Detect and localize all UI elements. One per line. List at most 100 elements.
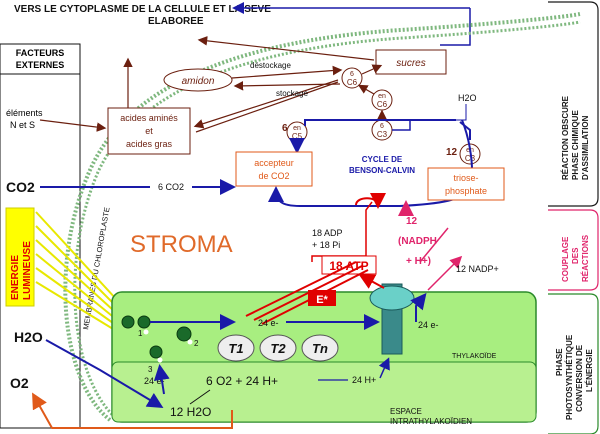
c6-up-arrow (357, 84, 375, 95)
o2-out-arrow (32, 392, 233, 429)
nadp-in-arrow (419, 227, 449, 263)
intrathylakoid-space (111, 361, 537, 423)
amidon-label: amidon (182, 76, 215, 87)
c6-to-sucres-arrow (361, 64, 383, 75)
stroma-label: STROMA (130, 231, 233, 258)
svg-text:en: en (293, 125, 301, 132)
energy-bar (5, 207, 35, 307)
espace-line2: INTRATHYLAKOÏDIEN (390, 417, 472, 426)
external-factors-line2: EXTERNES (16, 60, 65, 70)
twelve-c3-pre: 12 (446, 147, 458, 158)
e-to-nadp-arrow (410, 292, 427, 322)
circle-en-c5: en C5 (286, 121, 308, 143)
svg-text:C5: C5 (292, 132, 303, 141)
header-line1: VERS LE CYTOPLASME DE LA CELLULE ET LA S… (14, 4, 271, 15)
right-section-3-line1: PHASE (555, 348, 564, 376)
espace-line1: ESPACE (390, 407, 422, 416)
right-section-3-line3: CONVERSION DE (575, 344, 584, 412)
h2o-in-arrow (45, 339, 164, 409)
svg-text:6: 6 (350, 71, 354, 78)
nadph-line2: (NADPH (398, 236, 437, 247)
svg-text:C3: C3 (377, 130, 388, 139)
co2-left-label: CO2 (6, 179, 35, 195)
accepteur-line2: de CO2 (258, 171, 289, 181)
ps-num-1: 1 (138, 329, 143, 338)
h2o12-label: 12 H2O (170, 405, 211, 419)
sucres-box (375, 49, 447, 75)
light-rays (35, 211, 129, 333)
accepteur-line1: accepteur (254, 158, 294, 168)
right-section-2-line2: DES (571, 247, 580, 264)
ps-num-3: 3 (148, 365, 153, 374)
right-section-2-line1: COUPLAGE (561, 236, 570, 282)
adp-line1: 18 ADP (312, 228, 343, 238)
c3-branch (392, 120, 411, 131)
calvin-loop-right (459, 121, 471, 140)
stockage-label: stockage (276, 89, 309, 98)
header-arrow-down (440, 8, 471, 46)
thylakoide-label: THYLAKOÏDE (452, 352, 497, 360)
triose-line2: phosphate (445, 186, 487, 196)
destockage-arrow (231, 65, 343, 79)
right-section-3-line4: L'ÉNERGIE (585, 349, 594, 392)
o2-eq-label: 6 O2 + 24 H+ (206, 374, 278, 388)
ps-num-2: 2 (194, 339, 199, 348)
calvin-loop-top (304, 119, 456, 126)
chloroplast-membrane (63, 12, 581, 422)
svg-text:T2: T2 (270, 341, 286, 356)
sucres-label: sucres (396, 58, 425, 69)
energie-line2: LUMINEUSE (22, 241, 33, 300)
svg-text:Tn: Tn (312, 341, 328, 356)
tn-bubble: Tn (301, 334, 339, 362)
six-c5-pre: 6 (282, 123, 288, 134)
svg-text:en: en (378, 93, 386, 100)
accepteur-box (235, 151, 313, 187)
circle-6c6: 6 C6 (341, 67, 363, 89)
t2-bubble: T2 (259, 334, 297, 362)
h24-label: 24 H+ (352, 375, 376, 385)
calvin-loop-bottom (268, 119, 473, 207)
e24-top-label: 24 e- (258, 318, 279, 328)
h2o-top-label: H2O (458, 93, 477, 103)
right-section-1-line2: PHASE CHIMIQUE (571, 110, 580, 180)
svg-text:T1: T1 (228, 341, 243, 356)
h-to-synthase-arrow (378, 357, 390, 379)
right-section-1-line1: RÉACTION OBSCURE (561, 95, 570, 180)
elements-arrow (39, 119, 107, 132)
right-section-1-line3: D'ASSIMILATION (581, 115, 590, 180)
right-section-3-line2: PHOTOSYNTHÉTIQUE (565, 334, 574, 420)
acides-line1: acides aminés (120, 113, 178, 123)
right-section-2-bracket (548, 209, 599, 291)
triose-line1: triose- (453, 173, 478, 183)
t1-bubble: T1 (217, 334, 255, 362)
h2o-top-line (396, 104, 467, 121)
external-factors-header (0, 43, 81, 75)
svg-text:6: 6 (380, 123, 384, 130)
nadph-line1: 12 (406, 216, 418, 227)
chloroplast-membrane-inner (73, 20, 581, 422)
acides-box (107, 107, 191, 155)
atp-synthase-head (369, 285, 415, 311)
svg-text:C6: C6 (347, 78, 358, 87)
e-star-box (308, 290, 336, 306)
e24-right-label: 24 e- (418, 320, 439, 330)
co2-six-label: 6 CO2 (158, 182, 184, 192)
cycle-line2: BENSON-CALVIN (349, 166, 415, 175)
e-star-label: E* (316, 294, 328, 306)
nadp-out-arrow (427, 255, 463, 291)
elements-line1: éléments (6, 108, 43, 118)
circle-en-c6: en C6 (371, 89, 393, 111)
amidon-ellipse (163, 68, 233, 92)
elements-line2: N et S (10, 120, 35, 130)
acides-line3: acides gras (126, 139, 173, 149)
destockage-label: déstockage (250, 61, 291, 70)
c6-to-acides-arrow2 (195, 81, 339, 133)
circle-6c3: 6 C3 (371, 119, 393, 141)
e-up-arrow (153, 364, 170, 395)
sucres-to-top-arrow (197, 36, 375, 61)
co2-six-bg (150, 180, 192, 193)
energie-line1: ENERGIE (10, 255, 21, 300)
atp-synthase-arrow (358, 274, 385, 289)
c6-to-acides-arrow (193, 79, 339, 129)
